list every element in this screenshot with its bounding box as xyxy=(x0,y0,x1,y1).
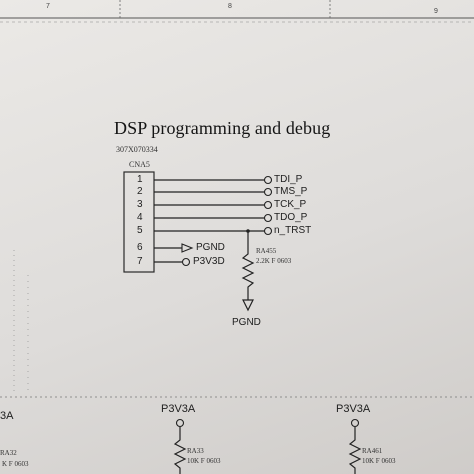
left-resistor-value: K F 0603 xyxy=(2,460,29,468)
net-label: TDI_P xyxy=(274,174,303,185)
resistor-ra455 xyxy=(241,248,255,300)
column-label-9: 9 xyxy=(434,8,438,15)
net-label: n_TRST xyxy=(274,225,312,236)
pin-number: 7 xyxy=(137,256,143,267)
section-title: DSP programming and debug xyxy=(114,118,331,138)
resistor-ref: RA455 xyxy=(256,247,277,255)
net-label: TCK_P xyxy=(274,199,307,210)
net-label-p3v3d: P3V3D xyxy=(193,256,225,267)
net-terminals xyxy=(181,175,273,267)
pin-number: 3 xyxy=(137,199,143,210)
resistor-ra461 xyxy=(348,427,362,474)
right-rail-label: P3V3A xyxy=(336,403,371,415)
ground-label: PGND xyxy=(232,317,261,328)
connector-ref: CNA5 xyxy=(129,160,150,169)
mid-resistor-value: 10K F 0603 xyxy=(187,457,221,465)
mid-resistor-ref: RA33 xyxy=(187,447,204,455)
left-rail-partial: 3A xyxy=(0,410,14,422)
net-label: TMS_P xyxy=(274,186,308,197)
mid-rail-label: P3V3A xyxy=(161,403,196,415)
resistor-ra33 xyxy=(173,427,187,474)
pgnd-arrow xyxy=(181,243,194,253)
left-resistor-ref: RA32 xyxy=(0,449,17,457)
column-label-8: 8 xyxy=(228,3,232,10)
pin-number: 4 xyxy=(137,212,143,223)
pin-number: 2 xyxy=(137,186,143,197)
pin-wires xyxy=(154,179,264,263)
rail-terminal-mid xyxy=(175,418,185,428)
resistor-value: 2.2K F 0603 xyxy=(256,257,292,265)
right-resistor-value: 10K F 0603 xyxy=(362,457,396,465)
pgnd-ground-symbol xyxy=(242,299,254,312)
part-number: 307X070334 xyxy=(116,145,158,154)
connector-body xyxy=(123,171,155,273)
rail-terminal-right xyxy=(350,418,360,428)
trst-junction xyxy=(246,229,250,233)
net-label-pgnd: PGND xyxy=(196,242,225,253)
pin-number: 6 xyxy=(137,242,143,253)
column-label-7: 7 xyxy=(46,3,50,10)
pin-number: 1 xyxy=(137,174,143,185)
net-label: TDO_P xyxy=(274,212,308,223)
pin-number: 5 xyxy=(137,225,143,236)
right-resistor-ref: RA461 xyxy=(362,447,383,455)
